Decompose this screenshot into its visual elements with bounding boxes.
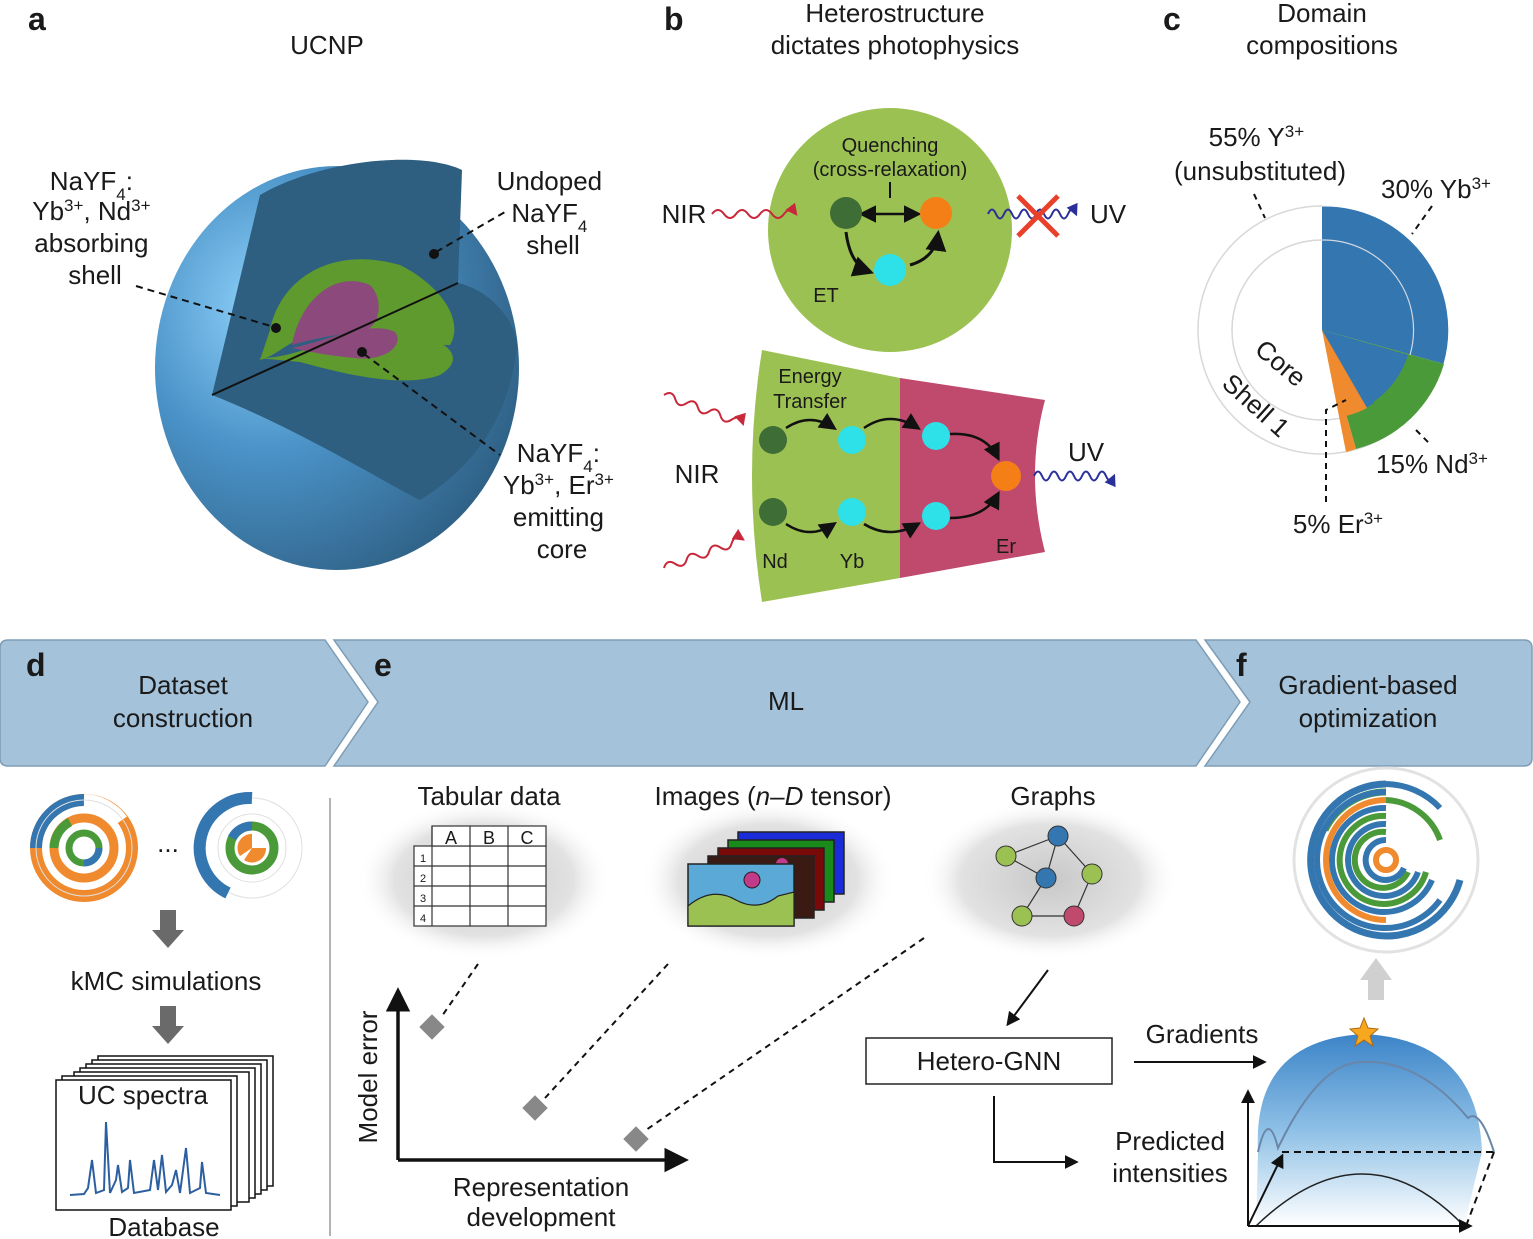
energy-label: Energy bbox=[778, 366, 841, 388]
banner-ml bbox=[332, 639, 1241, 767]
table-row-2: 2 bbox=[420, 873, 426, 885]
panel-b-title-2: dictates photophysics bbox=[771, 30, 1020, 60]
hetero-gnn-box bbox=[865, 1037, 1113, 1085]
panel-a: a UCNP NaYF4: Yb3+, Nd3+ absorbing shell bbox=[28, 1, 621, 570]
graph-icon bbox=[995, 825, 1103, 927]
panel-c-letter: c bbox=[1163, 1, 1181, 37]
nir-wavy-arrow-icon bbox=[711, 202, 798, 219]
development-axis-label: development bbox=[467, 1202, 617, 1232]
absorbing-shell-label: NaYF4: Yb3+, Nd3+ absorbing shell bbox=[32, 166, 158, 290]
predicted-label: Predicted bbox=[1115, 1126, 1225, 1156]
optimized-ring-icon bbox=[1307, 780, 1464, 940]
undoped-shell-label: Undoped NaYF4 shell bbox=[497, 166, 610, 260]
panel-c-title-1: Domain bbox=[1277, 0, 1367, 28]
panel-b-letter: b bbox=[664, 1, 684, 37]
yb-ion-icon bbox=[874, 254, 906, 286]
panel-b-title-1: Heterostructure bbox=[805, 0, 984, 28]
transfer-label: Transfer bbox=[773, 391, 847, 413]
tabular-label: Tabular data bbox=[417, 781, 561, 811]
representation-axis-label: Representation bbox=[453, 1172, 629, 1202]
table-col-b: B bbox=[483, 828, 495, 848]
images-label: Images (n–D tensor) bbox=[654, 781, 891, 811]
nd-ion-icon bbox=[830, 197, 862, 229]
panel-c: c Domain compositions Core Shell 1 55% Y… bbox=[1163, 0, 1491, 539]
model-error-axis-label: Model error bbox=[353, 1010, 383, 1143]
uv-label-bottom: UV bbox=[1068, 437, 1105, 467]
uv-label-top: UV bbox=[1090, 199, 1127, 229]
loss-landscape-icon bbox=[1241, 1016, 1495, 1233]
cross-relaxation-label: (cross-relaxation) bbox=[813, 159, 967, 181]
domain-ring-chart: Core Shell 1 bbox=[1197, 205, 1450, 455]
table-row-1: 1 bbox=[420, 853, 426, 865]
core-segment bbox=[900, 378, 1045, 578]
image-stack-icon bbox=[687, 831, 845, 927]
shell-segment bbox=[752, 350, 900, 602]
er-ion-icon bbox=[920, 197, 952, 229]
emitting-core-label: NaYF4: Yb3+, Er3+ emitting core bbox=[503, 438, 621, 564]
panel-d-title-1: Dataset bbox=[138, 670, 228, 700]
banner-optimization bbox=[1203, 639, 1533, 767]
nd-composition-label: 15% Nd3+ bbox=[1376, 449, 1488, 480]
ring-sample-1-icon bbox=[30, 794, 138, 902]
nir-label-bottom: NIR bbox=[675, 459, 720, 489]
panel-f-title-1: Gradient-based bbox=[1278, 670, 1457, 700]
ucnp-sphere-icon bbox=[135, 159, 519, 570]
nir-label-top: NIR bbox=[662, 199, 707, 229]
et-label: ET bbox=[813, 285, 839, 307]
er-label: Er bbox=[996, 536, 1016, 558]
quenching-label: Quenching bbox=[842, 135, 939, 157]
table-icon: A B C 1 2 3 4 bbox=[413, 825, 547, 927]
nanoparticle-circle bbox=[768, 108, 1012, 352]
panel-f: Gradients bbox=[1134, 766, 1495, 1233]
yb-composition-label: 30% Yb3+ bbox=[1381, 174, 1491, 205]
intensities-label: intensities bbox=[1112, 1158, 1228, 1188]
uc-spectra-label: UC spectra bbox=[78, 1080, 209, 1110]
star-icon bbox=[1348, 1016, 1380, 1048]
gradients-label: Gradients bbox=[1146, 1019, 1259, 1049]
cross-icon bbox=[1016, 194, 1060, 238]
banner-dataset bbox=[0, 639, 369, 767]
panel-f-letter: f bbox=[1236, 647, 1247, 683]
up-arrow-icon bbox=[1360, 958, 1392, 1000]
table-col-c: C bbox=[521, 828, 534, 848]
ring-sample-2-icon bbox=[193, 791, 303, 899]
panel-e-letter: e bbox=[374, 647, 392, 683]
panel-d: ... kMC simulations UC spectra Database bbox=[30, 791, 303, 1239]
table-row-4: 4 bbox=[420, 913, 426, 925]
y-composition-label: 55% Y3+ (unsubstituted) bbox=[1174, 122, 1346, 187]
panel-c-title-2: compositions bbox=[1246, 30, 1398, 60]
panel-a-letter: a bbox=[28, 1, 46, 37]
down-arrow-icon-2 bbox=[152, 1006, 184, 1044]
table-col-a: A bbox=[445, 828, 457, 848]
spectra-stack-icon bbox=[55, 1055, 274, 1211]
workflow-banner: d Dataset construction e ML f Gradient-b… bbox=[0, 639, 1533, 767]
yb-label: Yb bbox=[840, 551, 864, 573]
ellipsis: ... bbox=[157, 828, 179, 858]
table-row-3: 3 bbox=[420, 893, 426, 905]
database-label: Database bbox=[108, 1212, 219, 1239]
panel-e: Tabular data Images (n–D tensor) Graphs … bbox=[353, 781, 1228, 1232]
panel-e-title: ML bbox=[768, 686, 804, 716]
hetero-gnn-label: Hetero-GNN bbox=[917, 1046, 1061, 1076]
panel-a-title: UCNP bbox=[290, 30, 364, 60]
kmc-label: kMC simulations bbox=[71, 966, 262, 996]
panel-d-letter: d bbox=[26, 647, 46, 683]
panel-f-title-2: optimization bbox=[1299, 703, 1438, 733]
graphs-label: Graphs bbox=[1010, 781, 1095, 811]
panel-d-title-2: construction bbox=[113, 703, 253, 733]
panel-b: b Heterostructure dictates photophysics … bbox=[662, 0, 1127, 602]
er-composition-label: 5% Er3+ bbox=[1293, 509, 1383, 540]
down-arrow-icon bbox=[152, 910, 184, 948]
nd-label: Nd bbox=[762, 551, 788, 573]
